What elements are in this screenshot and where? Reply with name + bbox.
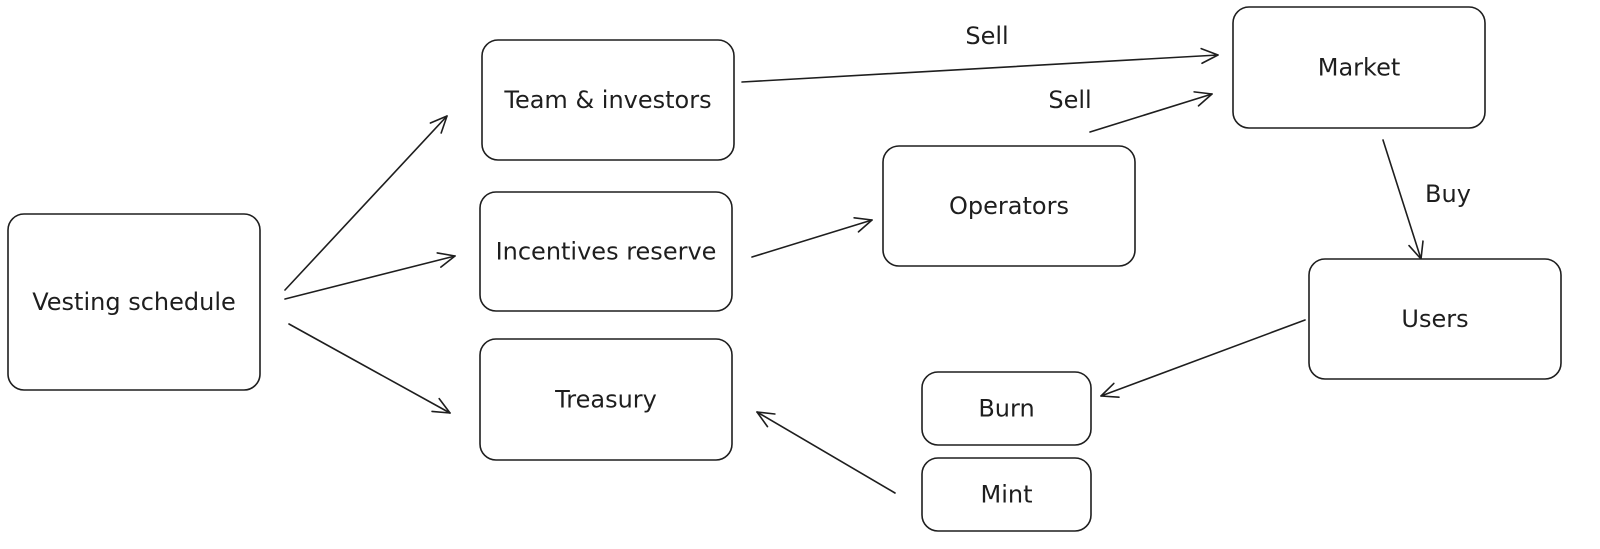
node-team: Team & investors [481, 39, 735, 161]
node-vesting-box [7, 213, 261, 391]
node-market-box [1232, 6, 1486, 129]
arrow-vesting-to-treasury-line [288, 323, 451, 414]
arrow-market-to-users [1382, 139, 1424, 260]
arrow-vesting-to-team-arrowhead-icon [429, 115, 448, 134]
arrow-team-to-market-line [741, 54, 1219, 83]
arrow-vesting-to-treasury-arrowhead-icon [431, 397, 451, 414]
node-burn-label: Burn [978, 395, 1034, 423]
arrow-vesting-to-incentives [284, 252, 456, 300]
node-operators-label: Operators [949, 192, 1069, 220]
node-burn-box [921, 371, 1092, 446]
edge-label-buy-market: Buy [1425, 180, 1471, 208]
arrow-users-to-burn [1100, 319, 1306, 398]
node-vesting: Vesting schedule [7, 213, 261, 391]
arrow-mint-to-treasury [756, 411, 896, 494]
arrow-vesting-to-incentives-arrowhead-icon [436, 252, 456, 268]
arrow-incentives-to-operators-arrowhead-icon [853, 217, 873, 233]
node-vesting-label: Vesting schedule [32, 288, 236, 316]
node-operators-box [882, 145, 1136, 267]
arrow-team-to-market [741, 47, 1219, 83]
node-market-label: Market [1318, 54, 1401, 82]
node-mint-label: Mint [981, 481, 1033, 509]
nodes: Vesting schedule Team & investorsIncentiv… [7, 6, 1562, 532]
node-incentives-label: Incentives reserve [496, 238, 717, 266]
edges [284, 47, 1424, 494]
edge-label-sell-operators: Sell [1048, 86, 1091, 114]
arrow-vesting-to-team-line [284, 115, 448, 291]
arrow-vesting-to-treasury [288, 323, 451, 414]
arrow-operators-to-market-arrowhead-icon [1193, 91, 1213, 107]
node-incentives: Incentives reserve [479, 191, 733, 312]
edge-label-sell-team: Sell [965, 22, 1008, 50]
node-burn: Burn [921, 371, 1092, 446]
arrow-vesting-to-incentives-line [284, 255, 456, 300]
node-users-box [1308, 258, 1562, 380]
node-incentives-box [479, 191, 733, 312]
arrow-operators-to-market [1089, 91, 1213, 133]
arrow-users-to-burn-arrowhead-icon [1100, 382, 1120, 398]
node-users: Users [1308, 258, 1562, 380]
arrow-users-to-burn-line [1100, 319, 1306, 397]
node-team-label: Team & investors [503, 86, 711, 114]
arrow-mint-to-treasury-line [756, 411, 896, 494]
node-market: Market [1232, 6, 1486, 129]
arrow-market-to-users-line [1382, 139, 1422, 260]
node-mint: Mint [921, 457, 1092, 532]
node-team-box [481, 39, 735, 161]
node-treasury-box [479, 338, 733, 461]
arrow-vesting-to-team [284, 115, 448, 291]
arrow-incentives-to-operators-line [751, 219, 873, 258]
node-treasury: Treasury [479, 338, 733, 461]
arrow-incentives-to-operators [751, 217, 873, 258]
arrow-mint-to-treasury-arrowhead-icon [756, 411, 776, 428]
node-mint-box [921, 457, 1092, 532]
node-treasury-label: Treasury [554, 386, 657, 414]
node-users-label: Users [1401, 305, 1468, 333]
node-operators: Operators [882, 145, 1136, 267]
arrow-operators-to-market-line [1089, 93, 1213, 133]
arrow-team-to-market-arrowhead-icon [1200, 47, 1219, 65]
